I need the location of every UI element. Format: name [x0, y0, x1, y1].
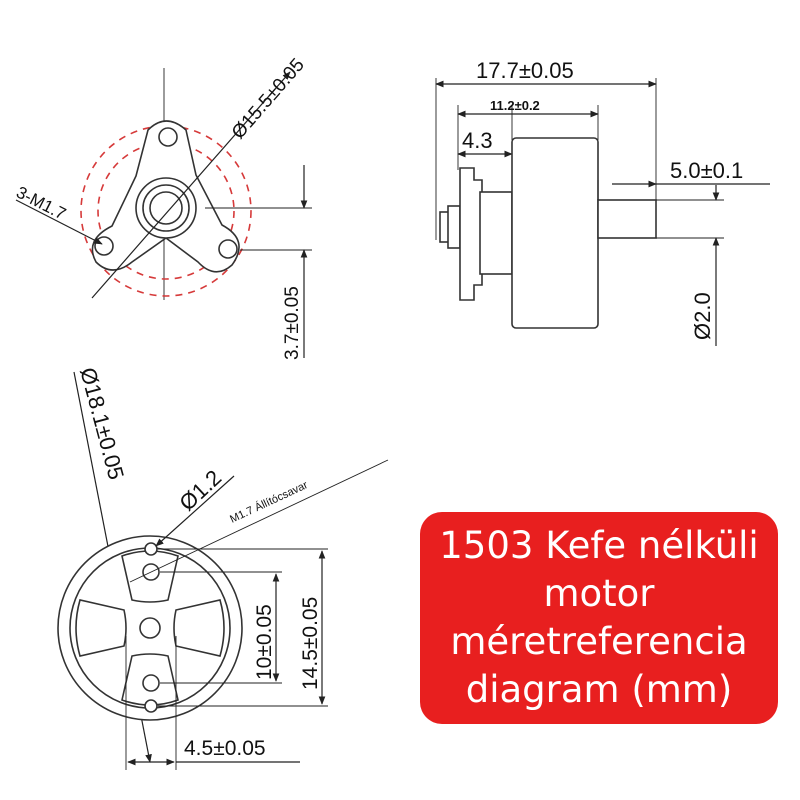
hole-dia-leader	[155, 475, 235, 547]
hole-bottom-small	[144, 699, 158, 713]
motor-bell	[511, 137, 599, 329]
hole-dia-label: Ø1.2	[174, 465, 226, 516]
inner-spacing-label: 10±0.05	[253, 604, 276, 680]
stator-base	[479, 191, 513, 275]
screw-leader	[15, 199, 103, 245]
center-hole	[139, 617, 161, 639]
shaft-collar	[447, 205, 461, 249]
body-length-label: 11.2±0.2	[490, 98, 540, 113]
outer-dia-label: Ø18.1±0.05	[75, 365, 129, 482]
mount-hole-left	[94, 236, 114, 256]
flange-stator	[459, 167, 483, 301]
mount-hole-top	[158, 127, 178, 147]
caption-text: 1503 Kefe nélküli motor méretreferencia …	[439, 524, 759, 711]
screw-note-leader	[129, 459, 389, 583]
shaft-length-label: 5.0±0.1	[670, 158, 743, 183]
outer-dashed-circle	[80, 125, 252, 297]
dia-leader	[91, 71, 291, 299]
screw-note-label: M1.7 Állítócsavar	[228, 478, 310, 526]
screw-label: 3-M1.7	[13, 183, 69, 224]
base-view: Ø18.1±0.05 Ø1.2 M1.7 Állítócsavar 10±0.0…	[57, 365, 389, 770]
caption-box: 1503 Kefe nélküli motor méretreferencia …	[420, 512, 778, 724]
hub-bore	[149, 191, 183, 225]
shaft-dia-label: Ø2.0	[690, 292, 715, 340]
hole-bottom-large	[142, 674, 160, 692]
mount-hole-right	[218, 239, 238, 259]
outer-spacing-label: 14.5±0.05	[299, 597, 322, 690]
output-shaft	[597, 199, 657, 239]
hole-top-small	[144, 542, 158, 556]
window-right	[173, 599, 225, 657]
dia-label: Ø15.5±0.05	[228, 55, 309, 144]
flange-length-label: 4.3	[462, 128, 493, 153]
offset-45-label: 4.5±0.05	[184, 737, 266, 760]
window-left	[75, 599, 127, 657]
front-view: Ø15.5±0.05 3-M1.7 3.7±0.05	[13, 55, 312, 360]
side-view: 17.7±0.05 11.2±0.2 4.3 5.0±0.1 Ø2.0	[435, 58, 770, 346]
overall-length-label: 17.7±0.05	[476, 58, 574, 83]
inner-dashed-circle	[97, 142, 235, 280]
offset-label: 3.7±0.05	[282, 286, 303, 360]
